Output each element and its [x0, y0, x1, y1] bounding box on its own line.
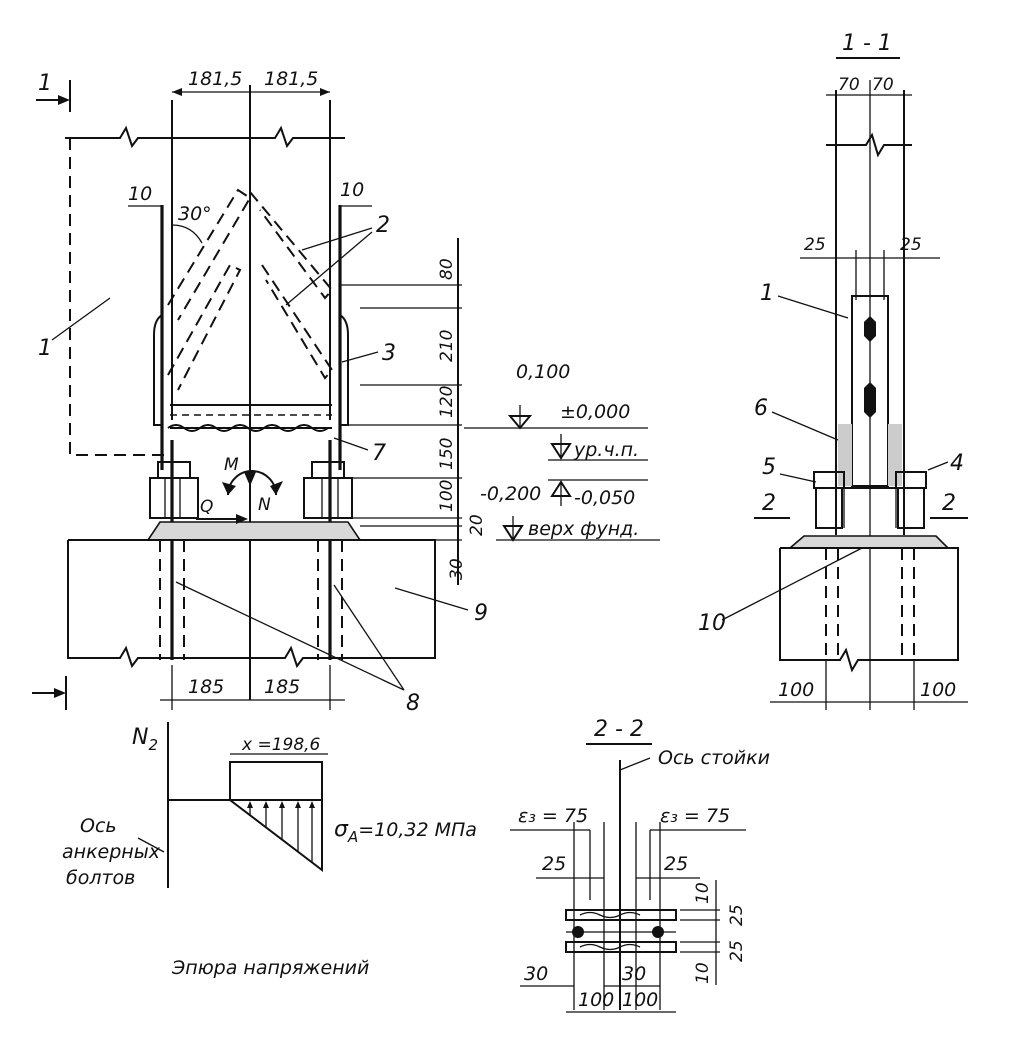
e-left: ε₃ = 75 [518, 805, 588, 827]
vert-dim-80: 80 [437, 258, 457, 280]
dim-top-left: 181,5 [188, 68, 242, 90]
callout-8: 8 [406, 691, 420, 716]
level-fund: верх фунд. [528, 518, 639, 540]
force-m: M [224, 455, 239, 475]
section-2-2-title: 2 - 2 [594, 717, 644, 742]
sigma-label: σA=10,32 МПа [334, 817, 477, 846]
vert-dim-30: 30 [447, 558, 467, 580]
section-2-2: 2 - 2 Ось стойки ε₃ = 75 ε₃ = 75 25 25 [510, 717, 770, 1013]
level-marks: 0,100 ±0,000 ур.ч.п. -0,200 -0,050 верх … [464, 361, 660, 542]
dim-bottom-right: 185 [264, 676, 300, 698]
level-0100: 0,100 [516, 361, 570, 383]
stress-caption: Эпюра напряжений [171, 957, 369, 979]
e-right: ε₃ = 75 [660, 805, 730, 827]
vert-dim-210: 210 [437, 330, 457, 362]
axis-text-line1: Ось [80, 815, 117, 837]
s11-dim-100-left: 100 [778, 679, 814, 701]
axis-label: Ось стойки [658, 747, 770, 769]
cut-mark-2-left: 2 [762, 491, 776, 516]
vert-dim-labels: 80 210 120 150 100 20 30 [437, 258, 487, 580]
plate-thickness-right: 10 [340, 179, 364, 201]
vert-dim-100: 100 [437, 480, 457, 512]
plate-thickness-left: 10 [128, 183, 152, 205]
s11-dim-100-right: 100 [920, 679, 956, 701]
section-1-1-title: 1 - 1 [842, 31, 892, 56]
vert-dim-20: 20 [467, 514, 487, 536]
s11-dim-25-right: 25 [900, 235, 922, 255]
angle-label: 30° [178, 203, 212, 225]
stress-hatch [247, 801, 315, 862]
cut-mark-1: 1 [38, 71, 52, 96]
dim-bottom-left: 185 [188, 676, 224, 698]
callout-3: 3 [382, 341, 396, 366]
s11-callout-6: 6 [754, 396, 768, 421]
level-zero: ±0,000 [560, 401, 630, 423]
s11-callout-10: 10 [698, 611, 726, 636]
main-elevation: 1 181,5 181,5 185 185 10 10 30° 80 210 1… [32, 68, 488, 716]
dim-top-right: 181,5 [264, 68, 318, 90]
s11-callout-5: 5 [762, 455, 776, 480]
vert-dim-150: 150 [437, 438, 457, 470]
level-minus-0050: -0,050 [574, 487, 635, 509]
cut-mark-2-right: 2 [942, 491, 956, 516]
s11-callout-1: 1 [760, 281, 774, 306]
s11-callout-4: 4 [950, 451, 964, 476]
s11-dim-70-right: 70 [872, 75, 894, 95]
vert-dim-120: 120 [437, 386, 457, 418]
n2-label: N2 [132, 725, 158, 754]
level-minus-0200: -0,200 [480, 483, 541, 505]
callout-2: 2 [376, 213, 390, 238]
callout-1: 1 [38, 336, 52, 361]
s22-dim-100-left: 100 [578, 989, 614, 1011]
force-n: N [258, 495, 271, 515]
s22-dim-100-right: 100 [622, 989, 658, 1011]
callout-7: 7 [372, 441, 386, 466]
s22-dim-25-right: 25 [664, 853, 688, 875]
level-floor: ур.ч.п. [573, 439, 639, 461]
s22-dim-25-left: 25 [542, 853, 566, 875]
section-1-1: 1 - 1 70 70 25 25 [698, 31, 968, 710]
s22-dim-10-bottom: 10 [693, 962, 713, 984]
s22-dim-30-right: 30 [622, 963, 646, 985]
s22-dim-25-vert-top: 25 [727, 904, 747, 926]
axis-text-line3: болтов [66, 867, 135, 889]
s22-dim-10-top: 10 [693, 882, 713, 904]
force-q: Q [200, 497, 213, 517]
s22-dim-25-vert-bottom: 25 [727, 940, 747, 962]
s11-dim-25-left: 25 [804, 235, 826, 255]
s11-dim-70-left: 70 [838, 75, 860, 95]
stress-diagram: N2 x =198,6 σA=10,32 МПа Ось анкерных бо… [62, 722, 477, 979]
axis-text-line2: анкерных [62, 841, 161, 863]
s22-dim-30-left: 30 [524, 963, 548, 985]
x-value: x =198,6 [241, 735, 321, 755]
callout-9: 9 [474, 601, 488, 626]
